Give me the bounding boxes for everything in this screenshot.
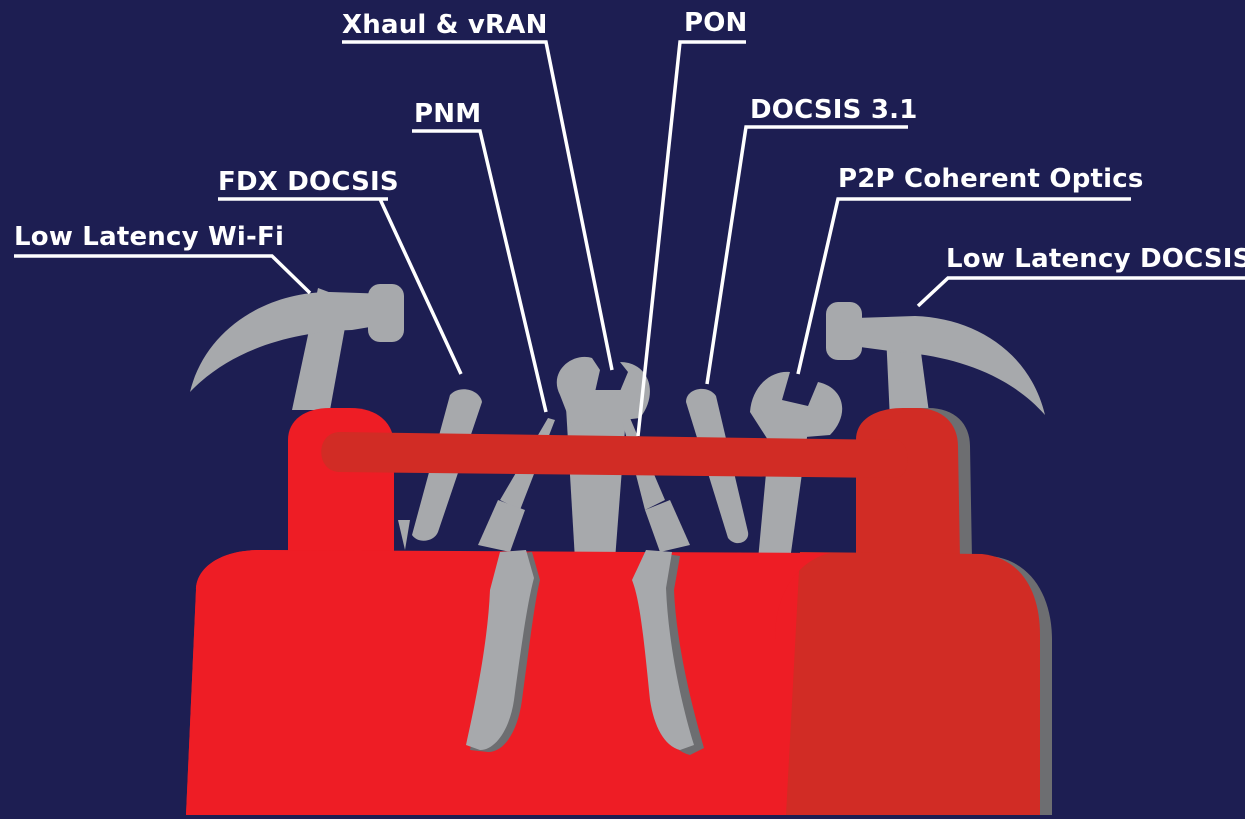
label-p2p-coherent-optics: P2P Coherent Optics	[838, 164, 1144, 194]
label-low-latency-wifi: Low Latency Wi-Fi	[14, 222, 284, 252]
leader-pnm	[412, 131, 546, 412]
right-hammer-icon	[826, 302, 1045, 420]
leader-llwifi	[14, 256, 310, 293]
label-docsis-3-1: DOCSIS 3.1	[750, 95, 917, 125]
label-low-latency-docsis: Low Latency DOCSIS	[946, 244, 1245, 274]
toolbox-body	[186, 550, 1052, 815]
label-pnm: PNM	[414, 99, 481, 129]
toolbox-right-end	[856, 408, 972, 560]
toolbox-left-end	[288, 408, 394, 552]
label-xhaul-vran: Xhaul & vRAN	[342, 10, 548, 40]
left-hammer-icon	[190, 284, 404, 410]
leader-lldocsis	[918, 278, 1245, 306]
label-pon: PON	[684, 8, 748, 38]
label-fdx-docsis: FDX DOCSIS	[218, 167, 399, 197]
toolbox-handle	[321, 432, 908, 478]
